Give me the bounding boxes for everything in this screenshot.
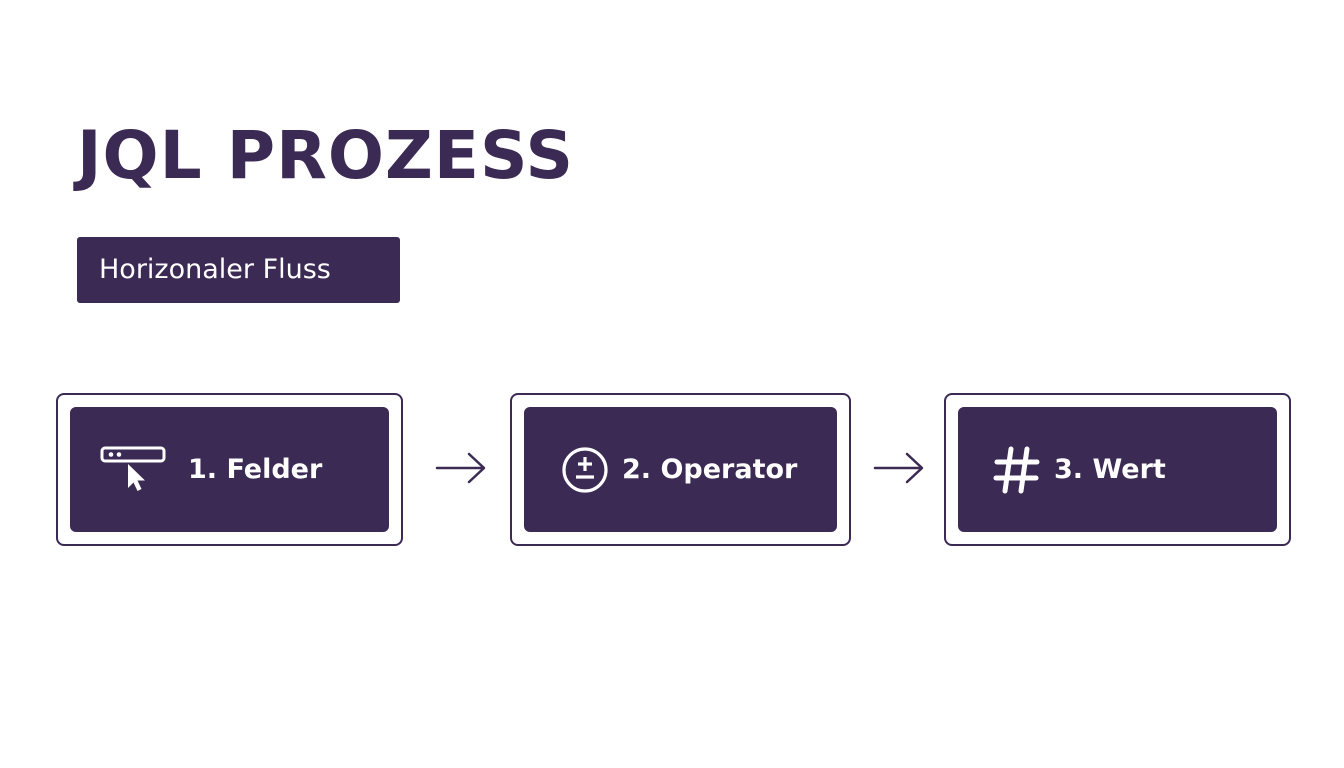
step-card-inner: 3. Wert — [958, 407, 1277, 532]
step-card-inner: 2. Operator — [524, 407, 837, 532]
arrow-right-icon — [873, 452, 924, 484]
subtitle-tag: Horizonaler Fluss — [77, 237, 400, 303]
step-card-operator: 2. Operator — [510, 393, 851, 546]
field-cursor-icon — [100, 446, 166, 491]
step-label-felder: 1. Felder — [188, 454, 323, 485]
plus-minus-circle-icon — [562, 446, 608, 493]
step-label-wert: 3. Wert — [1054, 454, 1166, 485]
step-card-felder: 1. Felder — [56, 393, 403, 546]
step-label-operator: 2. Operator — [622, 454, 798, 485]
arrow-right-icon — [435, 452, 486, 484]
hash-icon — [993, 446, 1040, 493]
step-card-wert: 3. Wert — [944, 393, 1291, 546]
step-card-inner: 1. Felder — [70, 407, 389, 532]
page-title: JQL PROZESS — [77, 117, 575, 194]
